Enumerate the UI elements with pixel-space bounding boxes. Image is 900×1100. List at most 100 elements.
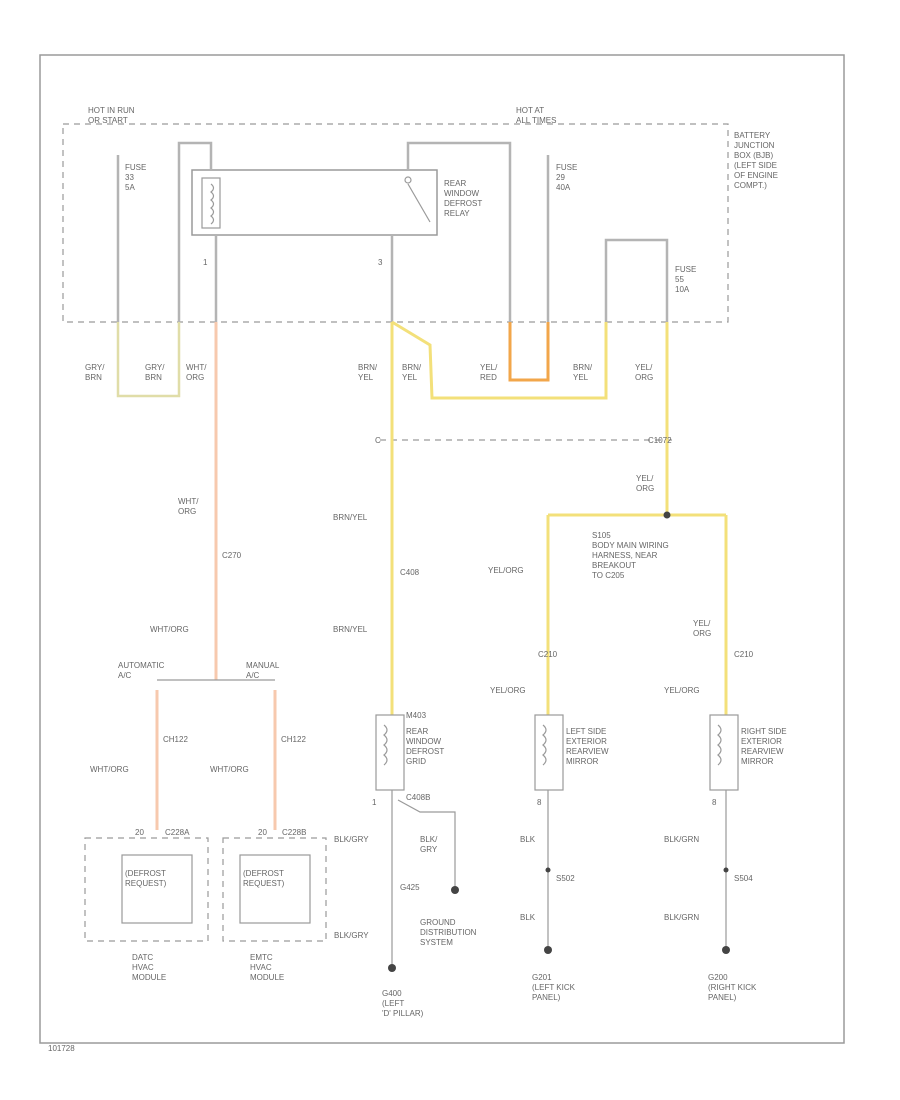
label-ch122-right: CH122 bbox=[281, 735, 306, 744]
label-wire-yel-org-4: YEL/ORG bbox=[693, 619, 711, 638]
wire-gray-brn-loop bbox=[116, 322, 181, 398]
splice-s504 bbox=[723, 867, 729, 873]
wire-gray-relay-top bbox=[406, 141, 512, 322]
label-c408: C408 bbox=[400, 568, 420, 577]
label-conn-c: C bbox=[375, 436, 381, 445]
module-emtc-hvac bbox=[222, 837, 327, 942]
wire-blk-gry-gnd-dist bbox=[397, 799, 456, 888]
label-conn-c1072: C1072 bbox=[648, 436, 672, 445]
module-datc-hvac bbox=[84, 837, 209, 942]
label-wire-brn-yel-1: BRN/YEL bbox=[358, 363, 378, 382]
relay-body bbox=[191, 169, 438, 236]
label-wire-blk-grn-2: BLK/GRN bbox=[664, 913, 699, 922]
relay-coil bbox=[201, 177, 221, 229]
label-wire-wht-org-2: WHT/ORG bbox=[178, 497, 199, 516]
label-wire-gry-brn-2: GRY/BRN bbox=[145, 363, 165, 382]
label-mirror-pin-left: 8 bbox=[537, 798, 542, 807]
label-relay-pin-1: 1 bbox=[203, 258, 208, 267]
label-wire-brn-yel-4: BRN/YEL bbox=[333, 513, 368, 522]
ground-g201 bbox=[544, 946, 552, 954]
left-mirror-element bbox=[542, 724, 547, 766]
label-c20-right: 20 bbox=[258, 828, 267, 837]
label-wire-yel-org-3: YEL/ORG bbox=[488, 566, 524, 575]
label-wire-blk-2: BLK bbox=[520, 913, 536, 922]
ground-dist-terminal bbox=[451, 886, 459, 894]
rear-defrost-grid bbox=[375, 714, 405, 791]
label-wire-blk-gry-1: BLK/GRY bbox=[334, 835, 369, 844]
label-wire-blk-gry-3: BLK/GRY bbox=[334, 931, 369, 940]
label-wire-wht-org-3: WHT/ORG bbox=[150, 625, 189, 634]
wire-gray-fuse55 bbox=[604, 238, 669, 322]
label-wire-gry-brn-1: GRY/BRN bbox=[85, 363, 105, 382]
label-ch122-left: CH122 bbox=[163, 735, 188, 744]
label-mirror-pin-right: 8 bbox=[712, 798, 717, 807]
label-wire-brn-yel-5: BRN/YEL bbox=[333, 625, 368, 634]
label-s502: S502 bbox=[556, 874, 575, 883]
label-wire-blk-1: BLK bbox=[520, 835, 536, 844]
wire-yel-red bbox=[508, 322, 550, 382]
label-m403: M403 bbox=[406, 711, 427, 720]
splice-s105 bbox=[663, 511, 671, 519]
rear-grid-element bbox=[383, 724, 388, 766]
wire-gray-coil bbox=[177, 141, 213, 322]
left-mirror-heater bbox=[534, 714, 564, 791]
label-s504: S504 bbox=[734, 874, 753, 883]
relay-switch-contact bbox=[404, 176, 412, 184]
right-mirror-element bbox=[717, 724, 722, 766]
relay-switch-blade bbox=[407, 183, 431, 223]
label-wire-wht-org-4: WHT/ORG bbox=[90, 765, 129, 774]
label-g425: G425 bbox=[400, 883, 420, 892]
label-c20-left: 20 bbox=[135, 828, 144, 837]
label-footer-id: 101728 bbox=[48, 1044, 75, 1053]
label-c270: C270 bbox=[222, 551, 242, 560]
splice-s502 bbox=[545, 867, 551, 873]
label-g400: G400(LEFT'D' PILLAR) bbox=[382, 989, 424, 1018]
right-mirror-heater bbox=[709, 714, 739, 791]
label-wire-wht-org-5: WHT/ORG bbox=[210, 765, 249, 774]
diagram-border bbox=[39, 54, 845, 1044]
label-c228b: C228B bbox=[282, 828, 306, 837]
module-emtc-request bbox=[239, 854, 311, 924]
label-wire-blk-grn-1: BLK/GRN bbox=[664, 835, 699, 844]
label-wire-blk-gry-2: BLK/GRY bbox=[420, 835, 438, 854]
label-relay-pin-3: 3 bbox=[378, 258, 383, 267]
label-wire-yel-org-5: YEL/ORG bbox=[490, 686, 526, 695]
label-wire-brn-yel-2: BRN/YEL bbox=[402, 363, 422, 382]
label-c228a: C228A bbox=[165, 828, 190, 837]
label-c408b: C408B bbox=[406, 793, 430, 802]
ground-g400 bbox=[388, 964, 396, 972]
relay-coil-winding bbox=[210, 183, 215, 225]
wire-brn-yel-cross bbox=[391, 320, 608, 400]
label-wire-yel-org-2: YEL/ORG bbox=[636, 474, 654, 493]
label-c210-left: C210 bbox=[538, 650, 558, 659]
ground-g200 bbox=[722, 946, 730, 954]
label-wire-yel-red: YEL/RED bbox=[480, 363, 498, 382]
label-wire-yel-org-1: YEL/ORG bbox=[635, 363, 653, 382]
module-datc-request bbox=[121, 854, 193, 924]
label-wire-brn-yel-3: BRN/YEL bbox=[573, 363, 593, 382]
label-grid-pin: 1 bbox=[372, 798, 377, 807]
label-c210-right: C210 bbox=[734, 650, 754, 659]
label-wire-wht-org-1: WHT/ORG bbox=[186, 363, 207, 382]
